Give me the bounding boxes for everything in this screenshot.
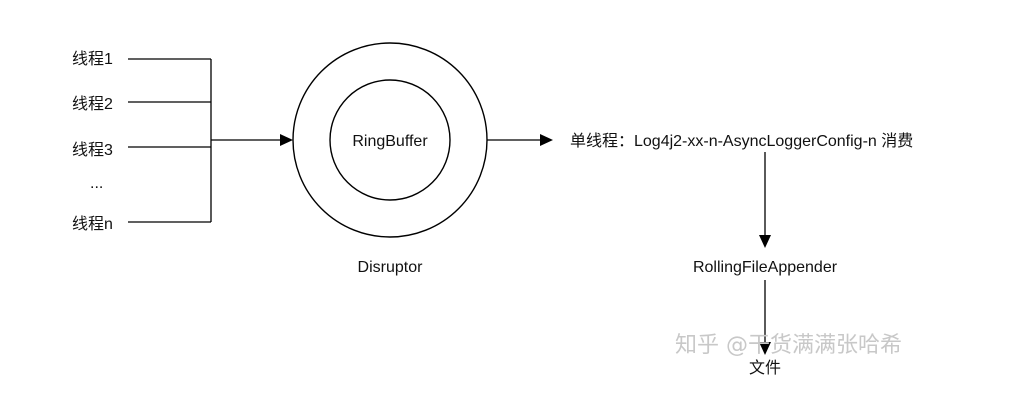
consumer-label: 单线程：Log4j2-xx-n-AsyncLoggerConfig-n 消费 — [570, 132, 913, 150]
thread-1-label: 线程1 — [72, 50, 113, 68]
ringbuffer-inner-ring — [329, 79, 451, 201]
thread-2-label: 线程2 — [72, 95, 113, 113]
output-arrowhead — [540, 134, 553, 146]
appender-label: RollingFileAppender — [693, 259, 838, 276]
thread-ellipsis: ... — [90, 175, 103, 192]
ringbuffer-label: RingBuffer — [352, 133, 428, 150]
input-arrowhead — [280, 134, 293, 146]
disruptor-label: Disruptor — [358, 259, 424, 276]
watermark: 知乎 @干货满满张哈希 — [675, 333, 902, 358]
appender-to-file-arrowhead — [759, 342, 771, 355]
thread-3-label: 线程3 — [72, 141, 113, 159]
file-label: 文件 — [749, 359, 781, 377]
consumer-to-appender-arrowhead — [759, 235, 771, 248]
thread-n-label: 线程n — [72, 215, 113, 233]
